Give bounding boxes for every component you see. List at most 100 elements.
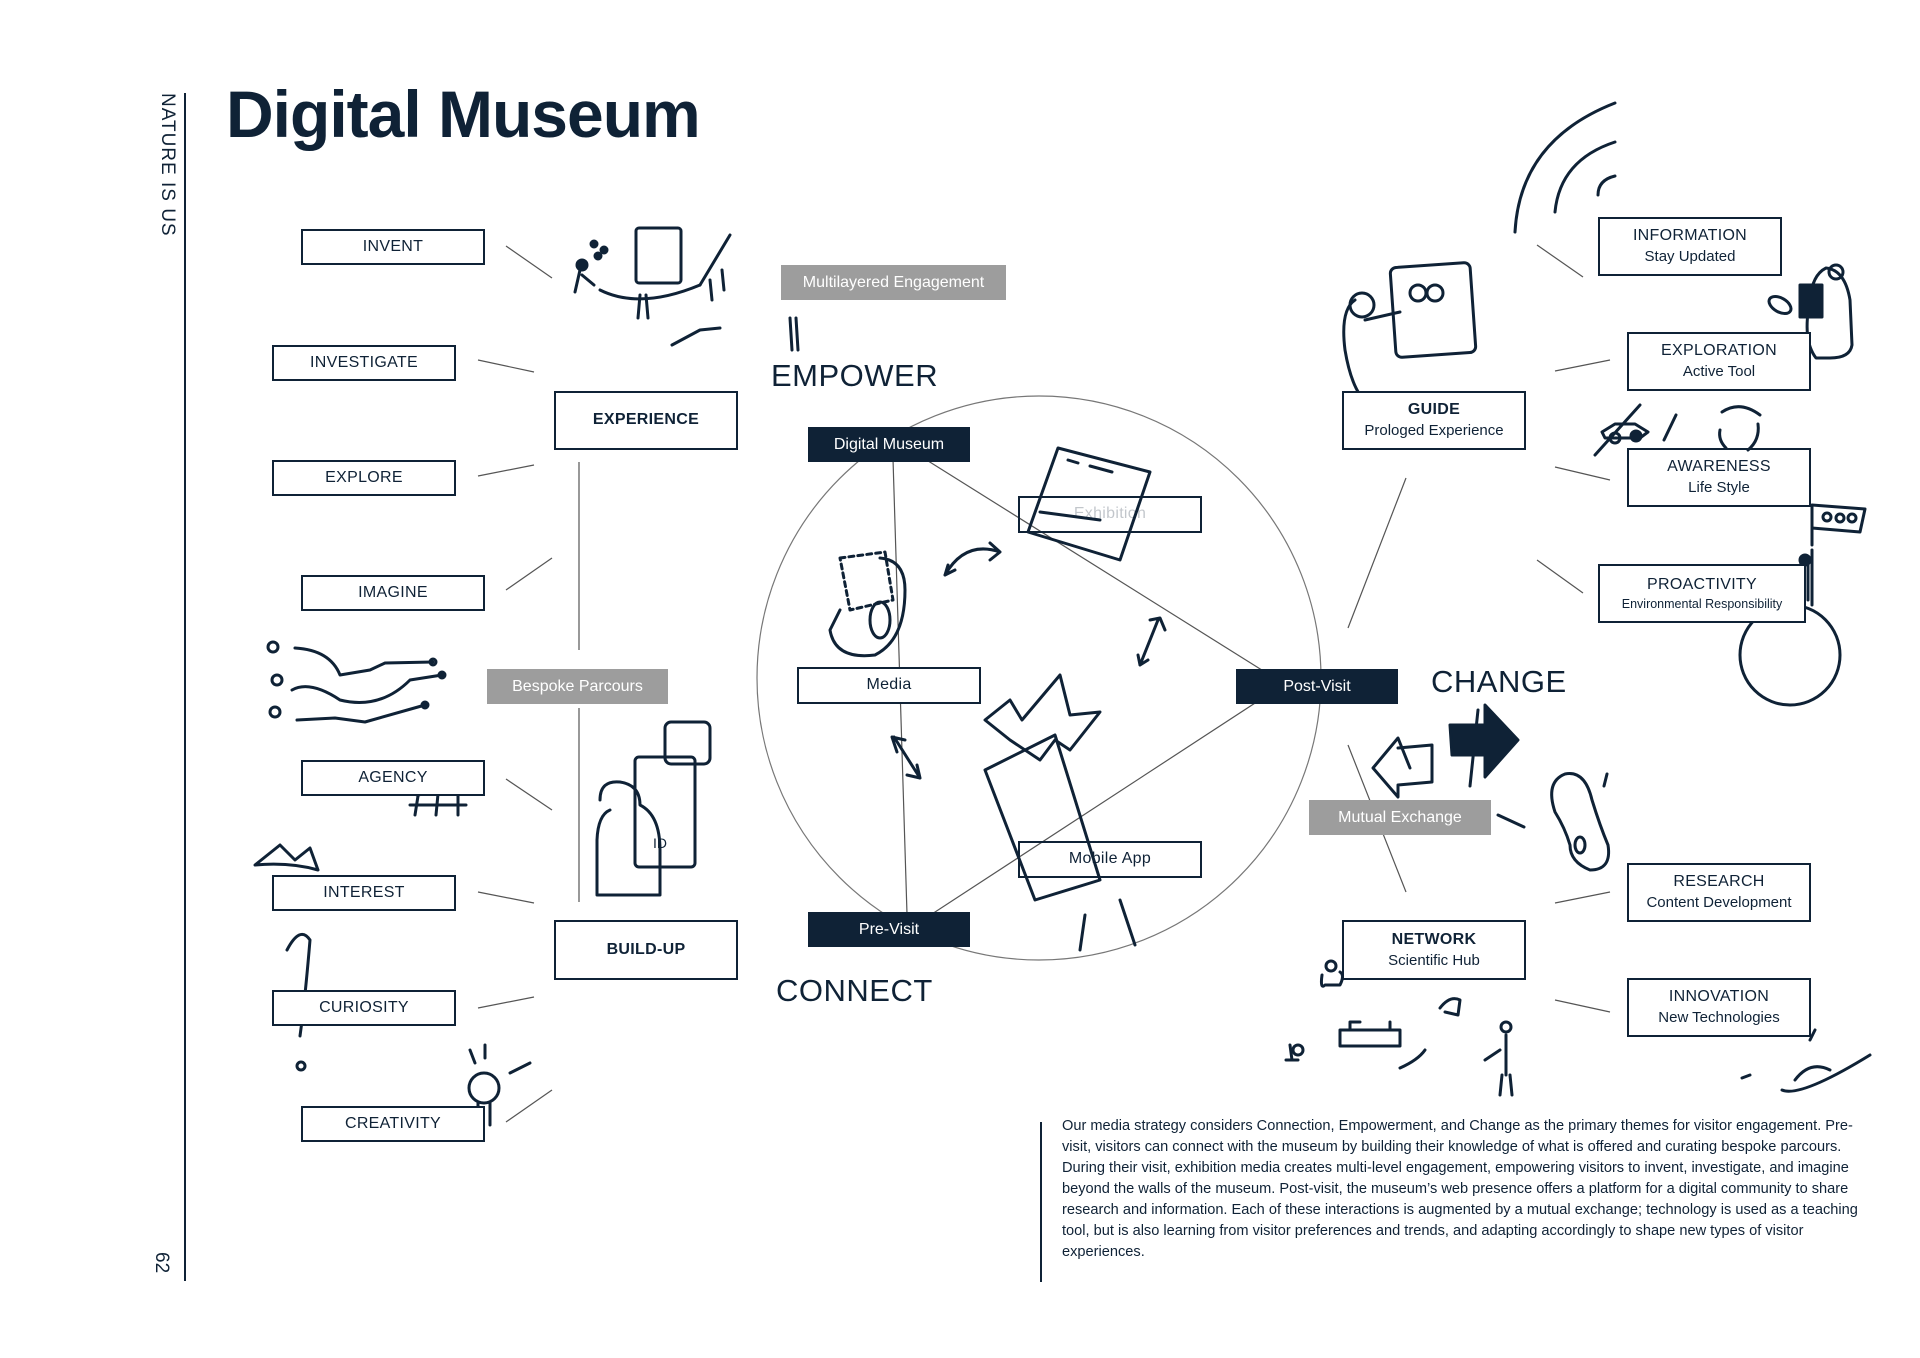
connector-imagine — [505, 557, 553, 591]
open-book-icon — [253, 843, 320, 872]
microbe-icon — [1496, 772, 1611, 872]
outcome-box-interest: INTEREST — [272, 875, 456, 911]
guide-presenter-icon — [1342, 261, 1478, 397]
connector-innovation — [1554, 999, 1611, 1013]
outcome-box-creativity: CREATIVITY — [301, 1106, 485, 1142]
hub-title: GUIDE — [1407, 401, 1461, 419]
node-exhibition: Exhibition — [1018, 496, 1202, 533]
outcome-box-agency: AGENCY — [301, 760, 485, 796]
node-label: Exhibition — [1073, 505, 1147, 523]
outcome-subtitle: Active Tool — [1682, 363, 1756, 381]
outcome-box-invent: INVENT — [301, 229, 485, 265]
section-label: NATURE IS US — [157, 93, 178, 237]
outcome-title: RESEARCH — [1673, 873, 1765, 891]
node-media: Media — [797, 667, 981, 704]
outcome-box-research: RESEARCH Content Development — [1627, 863, 1811, 922]
node-mobile-app: Mobile App — [1018, 841, 1202, 878]
outcome-box-awareness: AWARENESS Life Style — [1627, 448, 1811, 507]
agency-paths-icon — [266, 640, 447, 724]
outcome-label: IMAGINE — [358, 583, 428, 601]
recycle-icon — [1718, 405, 1762, 452]
invent-sketch-icon — [573, 226, 800, 352]
outcome-title: INNOVATION — [1668, 988, 1770, 1006]
outcome-title: PROACTIVITY — [1647, 575, 1757, 593]
outcome-box-information: INFORMATION Stay Updated — [1598, 217, 1782, 276]
outcome-label: CREATIVITY — [344, 1114, 442, 1132]
outcome-label: CURIOSITY — [319, 998, 409, 1016]
connector-exploration — [1554, 359, 1611, 372]
outcome-box-explore: EXPLORE — [272, 460, 456, 496]
description-paragraph: Our media strategy considers Connection,… — [1062, 1118, 1858, 1260]
media-head-icon — [828, 550, 907, 658]
connector-guide — [1347, 477, 1407, 629]
tag-bespoke-parcours: Bespoke Parcours — [487, 669, 668, 704]
outcome-label: INTEREST — [323, 883, 405, 901]
hub-subtitle: Prologed Experience — [1364, 422, 1504, 440]
phone-starburst-icon — [983, 673, 1137, 952]
hub-label: EXPERIENCE — [592, 411, 700, 429]
outcome-title: INFORMATION — [1632, 227, 1748, 245]
page-title: Digital Museum — [226, 77, 701, 151]
outcome-box-proactivity: PROACTIVITY Environmental Responsibility — [1598, 564, 1806, 623]
connector-explore — [477, 464, 535, 477]
planet-icon — [1740, 1028, 1872, 1093]
connector-interest — [477, 891, 535, 904]
line-previsit-postvisit — [931, 689, 1276, 915]
page-number: 62 — [151, 1252, 172, 1274]
diagonal-arrow-icon — [1136, 616, 1167, 667]
node-digital-museum: Digital Museum — [808, 427, 970, 462]
outcome-label: INVESTIGATE — [310, 353, 418, 371]
outcome-box-imagine: IMAGINE — [301, 575, 485, 611]
node-pre-visit: Pre-Visit — [808, 912, 970, 947]
crossed-car-icon — [1593, 403, 1650, 457]
outcome-label: EXPLORE — [325, 468, 403, 486]
hub-guide: GUIDE Prologed Experience — [1342, 391, 1526, 450]
outcome-box-exploration: EXPLORATION Active Tool — [1627, 332, 1811, 391]
connector-proactivity — [1536, 559, 1584, 594]
connector-awareness — [1554, 466, 1611, 481]
connector-agency — [505, 778, 553, 811]
outcome-label: INVENT — [362, 237, 424, 255]
sidebar-rule — [184, 93, 186, 1281]
connector-invent — [505, 245, 553, 279]
network-people-icon — [1284, 959, 1514, 1097]
connector-research — [1554, 891, 1611, 904]
outcome-subtitle: Content Development — [1646, 894, 1792, 912]
exhibition-map-icon — [1026, 446, 1152, 562]
hub-experience: EXPERIENCE — [554, 391, 738, 450]
theme-change: CHANGE — [1431, 664, 1567, 699]
wifi-signal-icon — [1513, 101, 1617, 234]
outcome-box-innovation: INNOVATION New Technologies — [1627, 978, 1811, 1037]
description-rule — [1040, 1122, 1042, 1282]
outcome-box-curiosity: CURIOSITY — [272, 990, 456, 1026]
outcome-label: AGENCY — [358, 768, 428, 786]
connector-curiosity — [477, 996, 535, 1009]
id-glyph: ID — [653, 835, 667, 851]
arrow-left-icon — [1371, 736, 1434, 799]
outcome-title: AWARENESS — [1667, 458, 1771, 476]
arrow-right-icon — [1448, 703, 1520, 779]
hub-title: NETWORK — [1391, 930, 1477, 948]
tag-multilayered-engagement: Multilayered Engagement — [781, 265, 1006, 300]
theme-empower: EMPOWER — [771, 358, 939, 393]
outcome-subtitle: Life Style — [1688, 479, 1750, 497]
connector-creativity — [505, 1089, 553, 1123]
node-post-visit: Post-Visit — [1236, 669, 1398, 704]
outcome-box-investigate: INVESTIGATE — [272, 345, 456, 381]
hub-subtitle: Scientific Hub — [1388, 951, 1480, 969]
node-label: Media — [866, 676, 912, 694]
id-card-icon: ID — [595, 720, 712, 897]
outcome-subtitle: New Technologies — [1658, 1009, 1780, 1027]
outcome-subtitle: Stay Updated — [1644, 248, 1736, 266]
theme-connect: CONNECT — [776, 973, 933, 1008]
line-dm-postvisit — [924, 458, 1266, 673]
hub-build-up: BUILD-UP — [554, 920, 738, 980]
connector-investigate — [477, 359, 535, 373]
curved-arrow-icon — [943, 541, 1002, 577]
diagonal-arrow-icon-2 — [890, 735, 922, 780]
outcome-title: EXPLORATION — [1661, 342, 1777, 360]
hub-label: BUILD-UP — [606, 940, 686, 958]
person-tablet-icon — [1767, 263, 1854, 360]
outcome-subtitle: Environmental Responsibility — [1621, 596, 1783, 611]
hub-network: NETWORK Scientific Hub — [1342, 920, 1526, 980]
